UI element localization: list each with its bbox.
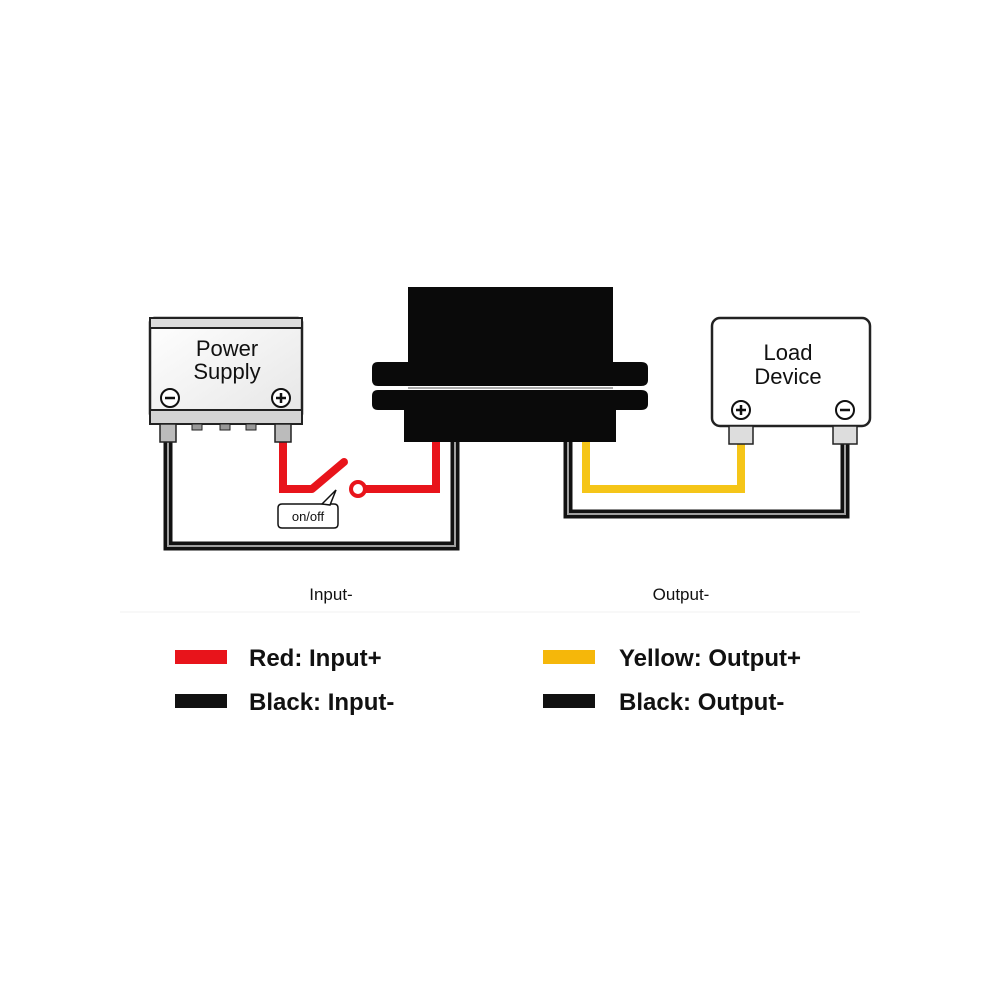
input-section-label: Input- bbox=[309, 585, 352, 604]
output-black-wire bbox=[563, 398, 850, 519]
legend-item: Black: Output- bbox=[543, 689, 784, 716]
legend-text: Black: Output- bbox=[619, 689, 784, 716]
output-section-label: Output- bbox=[653, 585, 710, 604]
legend-swatch bbox=[543, 650, 595, 664]
switch-label: on/off bbox=[292, 509, 325, 524]
legend-swatch bbox=[543, 694, 595, 708]
legend-text: Red: Input+ bbox=[249, 645, 382, 672]
legend-item: Yellow: Output+ bbox=[543, 645, 801, 672]
input-black-wire bbox=[163, 396, 460, 551]
converter-module bbox=[372, 287, 648, 442]
legend-text: Yellow: Output+ bbox=[619, 645, 801, 672]
power-supply-title-line1: Power bbox=[196, 336, 258, 361]
power-supply: Power Supply bbox=[148, 316, 304, 443]
load-positive-terminal bbox=[728, 425, 754, 445]
load-device-title-line1: Load bbox=[764, 340, 813, 365]
output-yellow-wire bbox=[582, 400, 745, 493]
legend-swatch bbox=[175, 650, 227, 664]
ps-negative-terminal bbox=[159, 423, 177, 443]
legend-swatch bbox=[175, 694, 227, 708]
power-supply-title-line2: Supply bbox=[193, 359, 260, 384]
legend: Red: Input+ Black: Input- Yellow: Output… bbox=[175, 645, 801, 716]
legend-item: Red: Input+ bbox=[175, 645, 382, 672]
load-negative-terminal bbox=[832, 425, 858, 445]
load-device-title-line2: Device bbox=[754, 364, 821, 389]
legend-item: Black: Input- bbox=[175, 689, 394, 716]
ps-positive-terminal bbox=[274, 423, 292, 443]
load-device: Load Device bbox=[710, 316, 872, 445]
legend-text: Black: Input- bbox=[249, 689, 394, 716]
on-off-switch-label: on/off bbox=[277, 489, 339, 529]
